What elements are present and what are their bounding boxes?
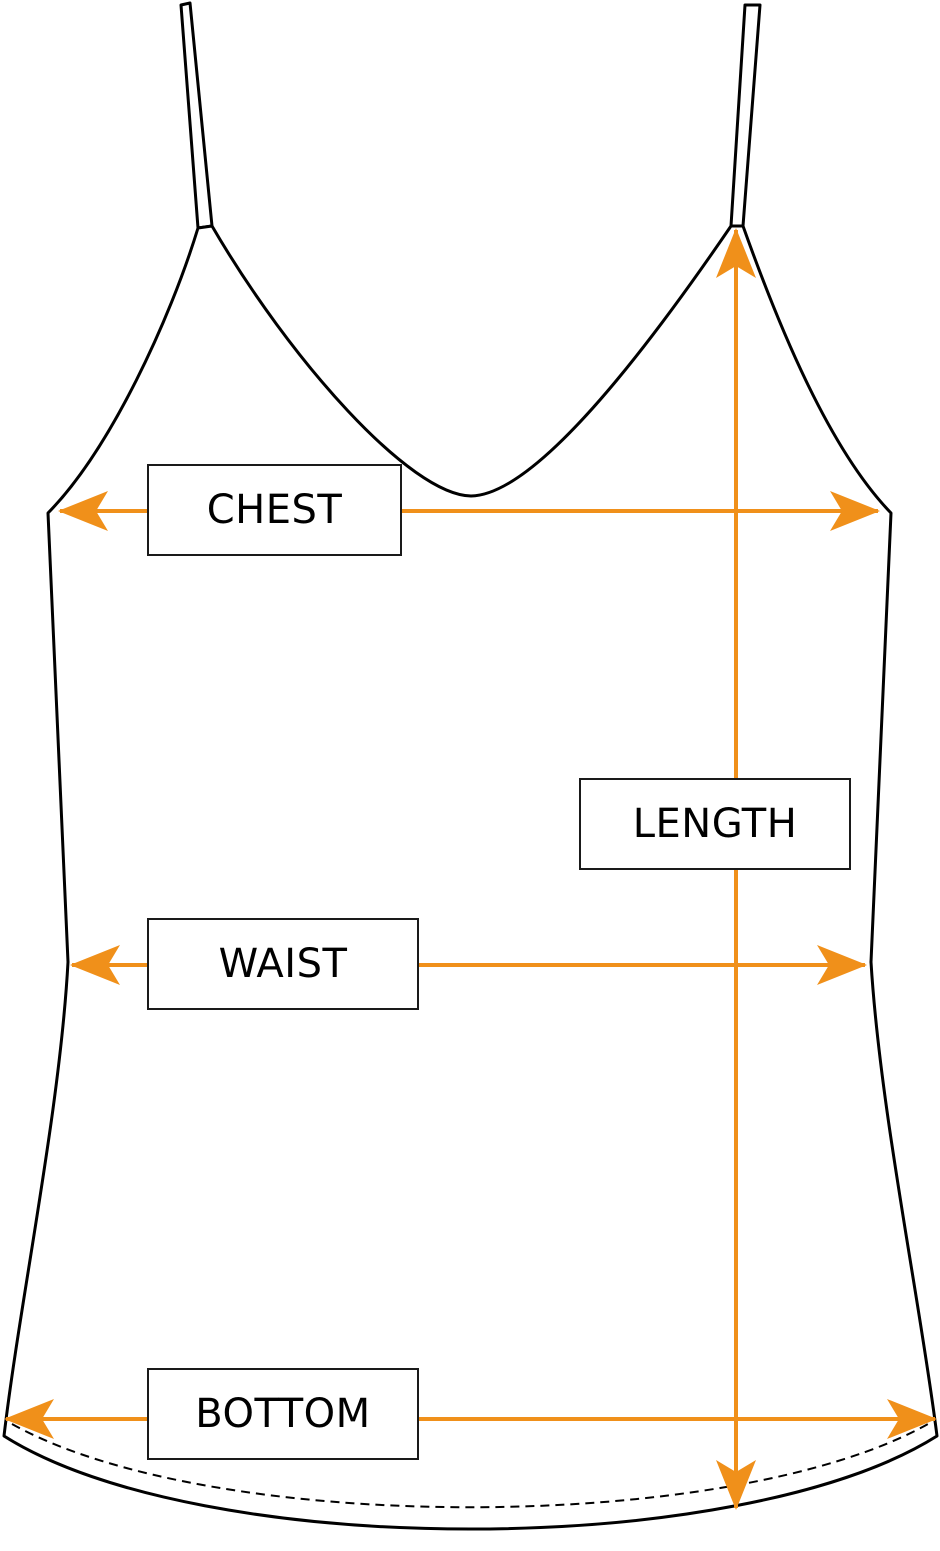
waist-label: WAIST <box>147 918 419 1010</box>
camisole-body <box>2 224 939 1531</box>
length-label: LENGTH <box>579 778 851 870</box>
left-strap <box>179 1 214 230</box>
chest-label: CHEST <box>147 464 402 556</box>
hem-stitch-line <box>11 1423 929 1509</box>
right-strap <box>729 3 762 228</box>
bottom-label: BOTTOM <box>147 1368 419 1460</box>
